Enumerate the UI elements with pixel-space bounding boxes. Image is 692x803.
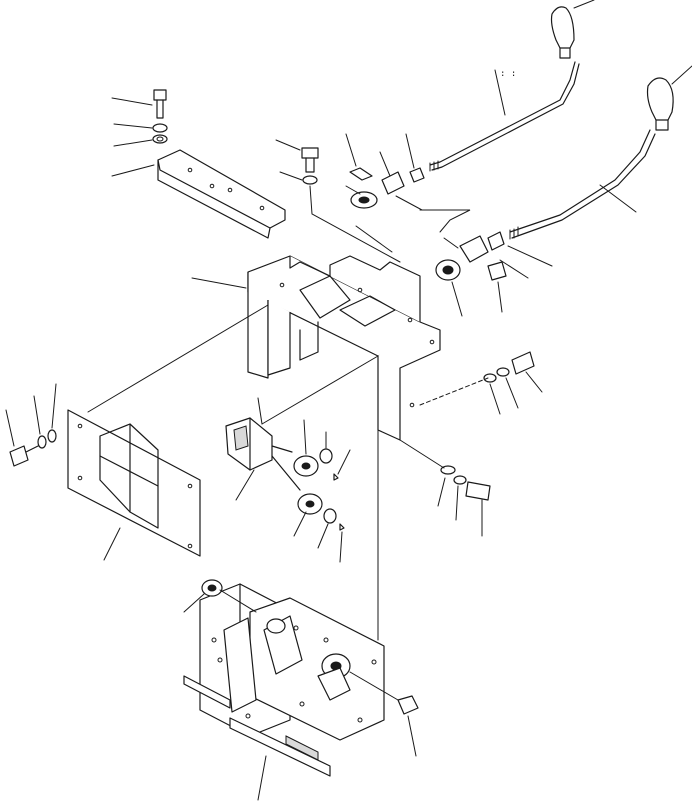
nut-icon <box>487 231 505 251</box>
lever-support-bracket <box>191 255 441 441</box>
washer-icon <box>496 367 510 377</box>
upper-lever-knob <box>550 6 575 49</box>
cover-plate-fasteners <box>111 89 168 177</box>
switch-bushings <box>271 419 351 563</box>
washer-icon <box>152 134 168 144</box>
clevis-icon <box>459 235 489 263</box>
bolt-icon <box>349 167 373 181</box>
bolt-icon <box>487 261 507 281</box>
lower-lever-thread <box>509 226 519 240</box>
bolt-head <box>301 147 319 159</box>
clevis-icon <box>381 171 405 195</box>
lower-shift-lever <box>509 65 692 240</box>
valve-bushing <box>183 579 257 613</box>
upper-lever-thread <box>429 160 439 172</box>
washer-icon <box>152 123 168 133</box>
lower-right-fasteners <box>399 439 491 537</box>
side-cover-plate <box>67 304 269 561</box>
washer-icon <box>47 429 57 443</box>
upper-shift-lever: : : <box>429 0 595 172</box>
lower-linkage <box>435 231 553 317</box>
bolt-head <box>153 89 167 101</box>
bolt-head <box>9 445 29 467</box>
svg-text:: :: : : <box>500 69 516 79</box>
washer-icon <box>302 175 318 185</box>
pin-icon <box>339 523 345 531</box>
cap-icon <box>397 695 419 715</box>
switch <box>225 355 379 501</box>
pin-icon <box>333 473 339 481</box>
cap <box>349 671 419 757</box>
bolt-head <box>511 351 535 375</box>
nut-icon <box>319 448 333 464</box>
bolt-head <box>465 481 491 501</box>
nut-icon <box>409 167 425 183</box>
washer-icon <box>483 373 497 383</box>
side-cover-fasteners <box>5 383 57 467</box>
lever-cover-plate <box>157 149 286 239</box>
upper-linkage <box>345 133 471 253</box>
washer-icon <box>37 435 47 449</box>
lower-lever-knob <box>646 77 674 121</box>
valve-block <box>183 583 385 801</box>
bracket-bolt <box>275 139 401 263</box>
bracket-side-fasteners <box>419 351 543 415</box>
washer-icon <box>453 475 467 485</box>
nut-icon <box>323 508 337 524</box>
